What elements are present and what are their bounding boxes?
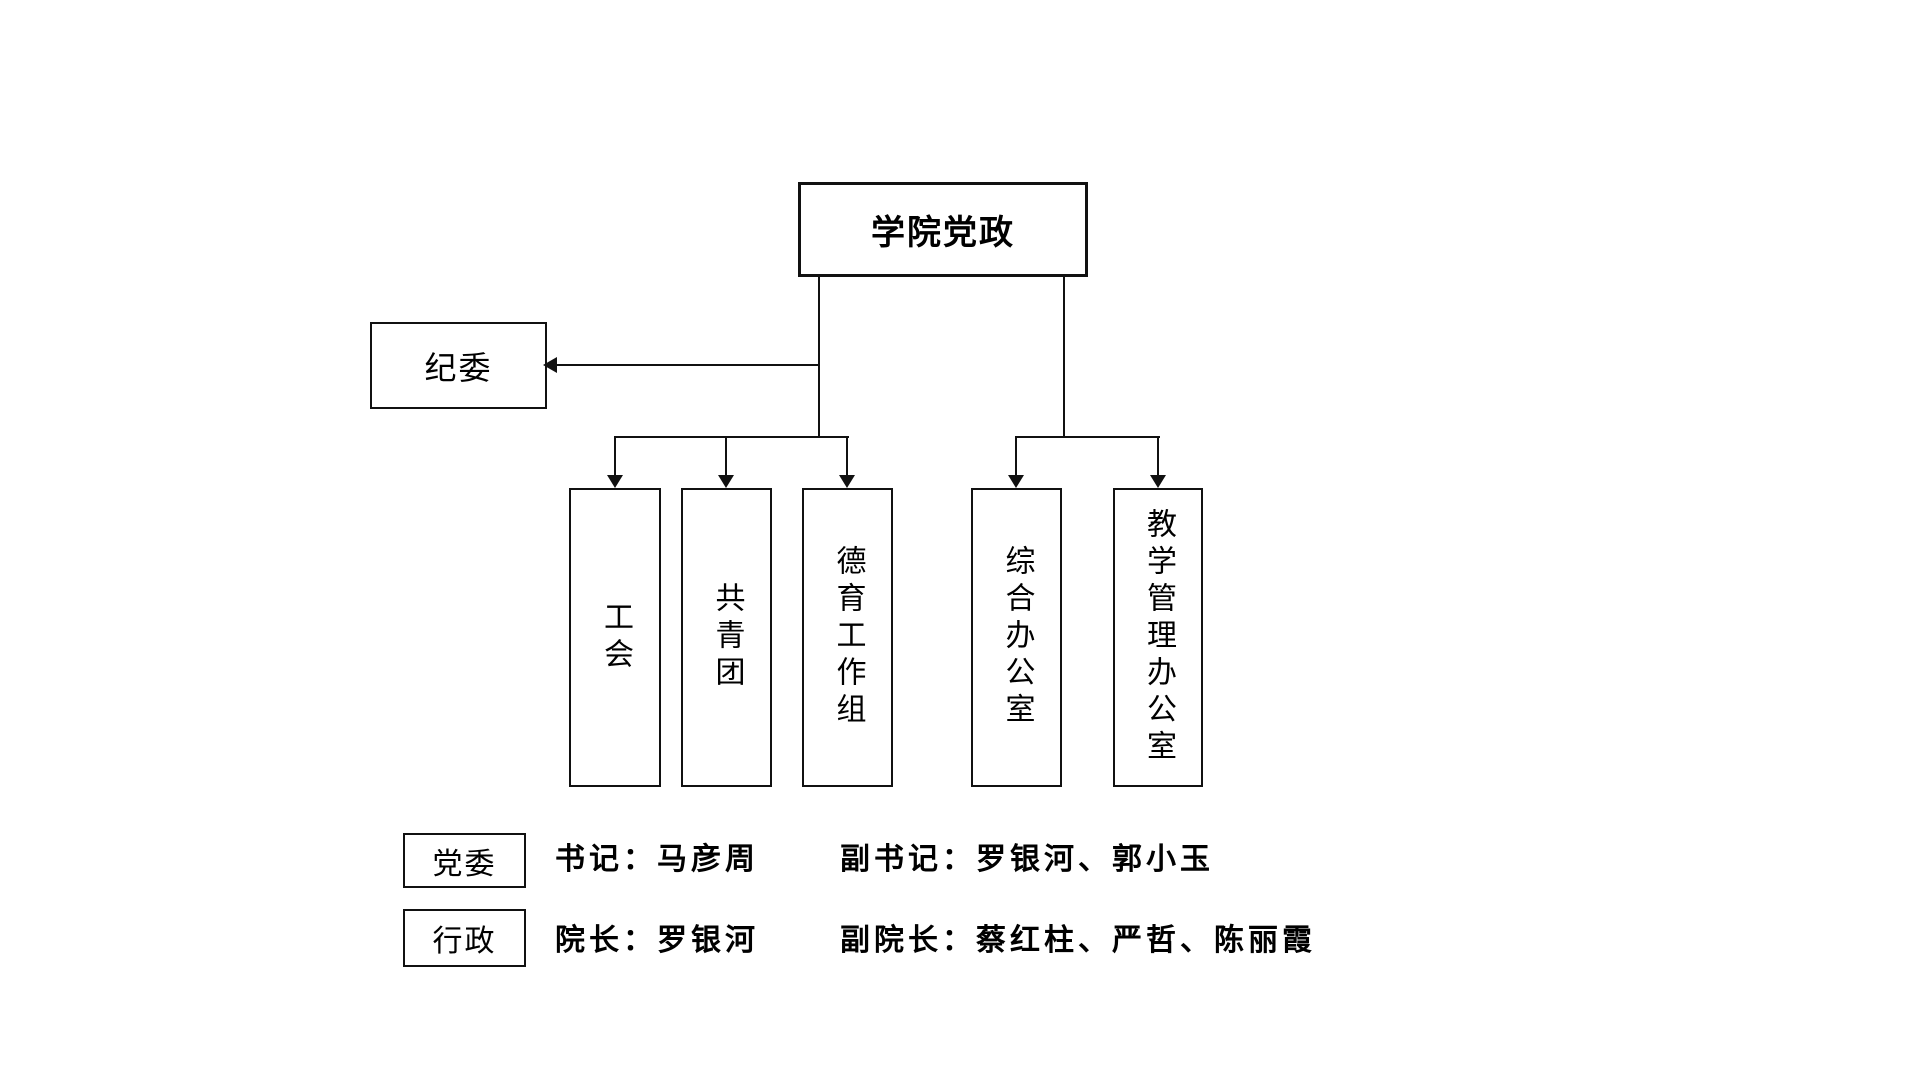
connector-line-root-left-drop xyxy=(818,276,820,438)
department-box-youth-league: 共青团 xyxy=(681,488,772,787)
department-box-general-office: 综合办公室 xyxy=(971,488,1062,787)
department-box-teaching-management-office: 教学管理办公室 xyxy=(1113,488,1203,787)
connector-line-right-distributor xyxy=(1015,436,1160,438)
legend-box-party-committee: 党委 xyxy=(403,833,526,888)
connector-line-root-right-drop xyxy=(1063,276,1065,438)
legend-dean-text: 院长：罗银河 xyxy=(555,924,759,957)
legend-vice-dean-text: 副院长：蔡红柱、严哲、陈丽霞 xyxy=(840,924,1316,957)
legend-category-label: 行政 xyxy=(432,925,497,958)
discipline-committee-box: 纪委 xyxy=(370,322,547,409)
connector-line-drop-4 xyxy=(1015,437,1017,477)
arrow-down-icon xyxy=(1150,475,1166,488)
connector-line-drop-5 xyxy=(1157,437,1159,477)
arrow-down-icon xyxy=(718,475,734,488)
legend-secretary-text: 书记：马彦周 xyxy=(555,843,759,876)
connector-line-drop-3 xyxy=(846,437,848,477)
discipline-committee-label: 纪委 xyxy=(424,349,493,386)
connector-line-drop-1 xyxy=(614,437,616,477)
department-label: 教学管理办公室 xyxy=(1142,508,1175,767)
legend-category-label: 党委 xyxy=(432,847,497,881)
department-label: 德育工作组 xyxy=(831,545,865,730)
arrow-down-icon xyxy=(1008,475,1024,488)
department-box-labor-union: 工会 xyxy=(569,488,661,787)
arrow-down-icon xyxy=(607,475,623,488)
department-label: 共青团 xyxy=(710,582,744,693)
root-box: 学院党政 xyxy=(798,182,1088,277)
legend-box-administration: 行政 xyxy=(403,909,526,967)
root-box-label: 学院党政 xyxy=(871,214,1015,252)
department-label: 综合办公室 xyxy=(1000,545,1034,730)
connector-line-left-distributor xyxy=(614,436,849,438)
department-box-moral-education-group: 德育工作组 xyxy=(802,488,893,787)
arrow-left-icon xyxy=(543,357,557,373)
connector-line-to-discipline xyxy=(556,364,820,366)
connector-line-drop-2 xyxy=(725,437,727,477)
arrow-down-icon xyxy=(839,475,855,488)
legend-deputy-secretary-text: 副书记：罗银河、郭小玉 xyxy=(840,843,1214,876)
department-label: 工会 xyxy=(599,600,632,675)
